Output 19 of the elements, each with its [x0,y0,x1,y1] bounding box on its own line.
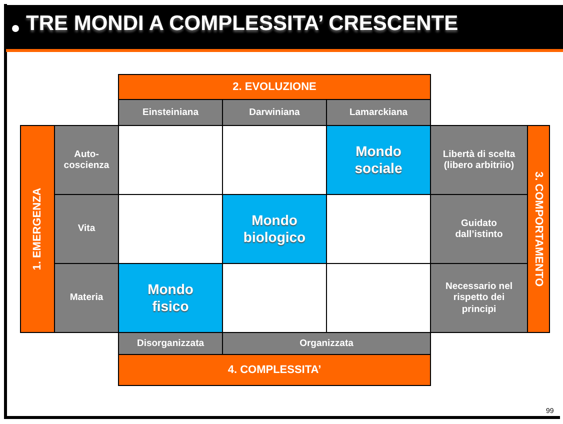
header-cell: Libertà di scelta (libero arbitriio) [430,125,528,195]
header-cell: Auto-coscienza [54,125,119,195]
category-band: 2. EVOLUZIONE [118,74,431,100]
header-cell: Organizzata [222,332,431,355]
header-cell: Necessario nel rispetto dei principi [430,263,528,333]
category-band: 1. EMERGENZA [20,125,55,333]
world-cell: Mondo biologico [222,194,327,264]
slide-title: TRE MONDI A COMPLESSITA’ CRESCENTE [26,12,458,36]
category-band: 3. COMPORTAMENTO [527,125,550,333]
world-cell: Mondo fisico [118,263,223,333]
category-band: 4. COMPLESSITA’ [118,354,431,386]
header-cell: Darwiniana [222,99,327,126]
header-cell: Guidato dall’istinto [430,194,528,264]
world-cell: Mondo sociale [326,125,431,195]
header-cell: Lamarckiana [326,99,431,126]
header-cell: Materia [54,263,119,333]
header-cell: Disorganizzata [118,332,223,355]
header-cell: Einsteiniana [118,99,223,126]
header-cell: Vita [54,194,119,264]
